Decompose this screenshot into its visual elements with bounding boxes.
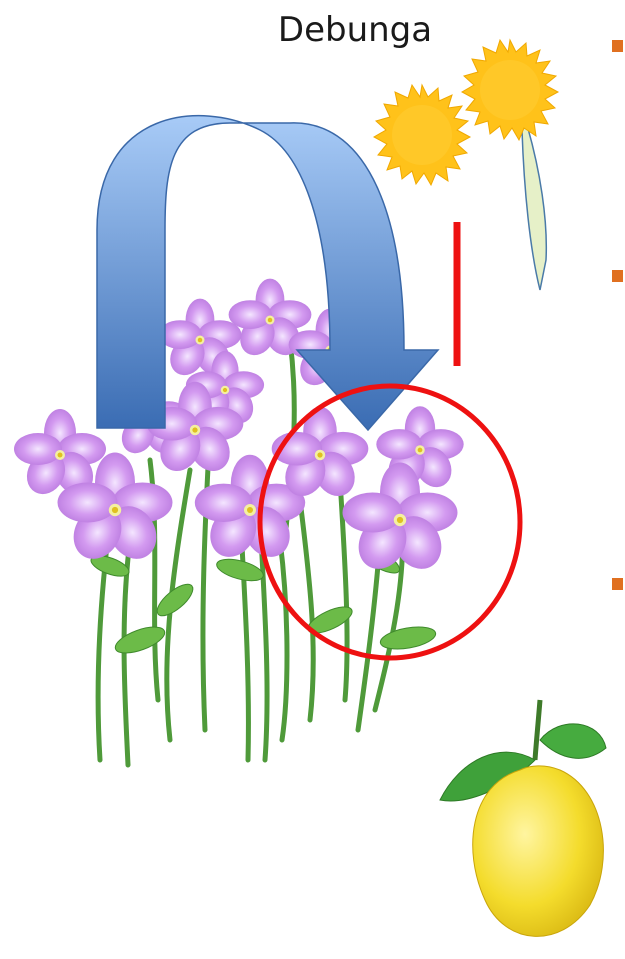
sun-flower-icon xyxy=(374,40,558,290)
lemon-icon xyxy=(440,700,606,936)
curved-arrow-icon xyxy=(97,116,438,430)
